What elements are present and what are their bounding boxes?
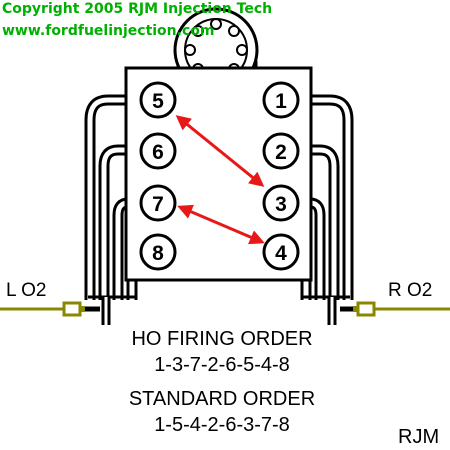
cylinder-label: 7 <box>152 193 164 216</box>
right-o2-label: R O2 <box>388 280 432 301</box>
cylinder-label: 2 <box>275 141 287 164</box>
left-o2-sensor <box>0 301 85 317</box>
cylinder-3: 3 <box>262 184 300 222</box>
standard-order-title: STANDARD ORDER <box>129 388 315 410</box>
cylinder-label: 5 <box>152 90 164 113</box>
cylinder-7: 7 <box>139 184 177 222</box>
cylinder-6: 6 <box>139 132 177 170</box>
author-signature: RJM <box>398 426 439 448</box>
exhaust-pipes <box>82 295 356 325</box>
website-url: www.fordfuelinjection.com <box>2 23 215 39</box>
cylinder-label: 3 <box>275 193 287 216</box>
cylinder-1: 1 <box>262 81 300 119</box>
copyright-notice: Copyright 2005 RJM Injection Tech <box>2 1 273 17</box>
left-o2-label: L O2 <box>6 280 47 301</box>
cylinder-label: 8 <box>152 242 164 265</box>
cylinder-5: 5 <box>139 81 177 119</box>
cylinder-4: 4 <box>262 233 300 271</box>
swap-arrow-5-3 <box>175 115 265 187</box>
cylinder-8: 8 <box>139 233 177 271</box>
cylinder-label: 4 <box>275 242 287 265</box>
ho-firing-order-title: HO FIRING ORDER <box>131 328 312 350</box>
swap-arrow-7-4 <box>177 204 265 245</box>
cylinder-label: 6 <box>152 141 164 164</box>
right-o2-sensor <box>353 301 450 317</box>
cylinder-2: 2 <box>262 132 300 170</box>
cylinder-label: 1 <box>275 90 287 113</box>
ho-firing-order-sequence: 1-3-7-2-6-5-4-8 <box>154 354 290 376</box>
standard-order-sequence: 1-5-4-2-6-3-7-8 <box>154 414 290 436</box>
